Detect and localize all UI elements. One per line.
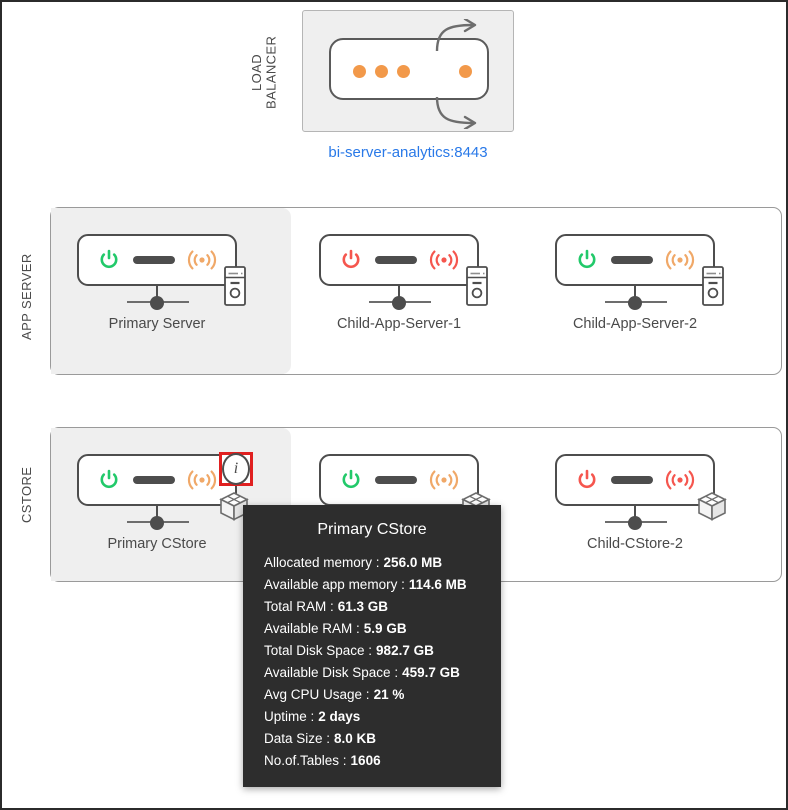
tooltip-row: Total RAM :61.3 GB	[243, 595, 501, 617]
node-child-app-server-1[interactable]: Child-App-Server-1	[309, 234, 509, 344]
node-stem	[634, 506, 637, 524]
tooltip-row: Avg CPU Usage :21 %	[243, 683, 501, 705]
tooltip-title: Primary CStore	[317, 521, 427, 538]
tooltip-row: No.of.Tables :1606	[243, 749, 501, 771]
tooltip-row-value: 114.6 MB	[408, 576, 467, 592]
node-card	[77, 454, 237, 506]
tooltip-row-key: Available RAM :	[264, 620, 360, 636]
load-balancer-box	[302, 10, 514, 132]
tooltip-row-key: Allocated memory :	[264, 554, 380, 570]
signal-icon	[429, 470, 459, 490]
tooltip-row: Data Size :8.0 KB	[243, 727, 501, 749]
status-bar	[375, 476, 417, 484]
power-icon	[342, 469, 360, 489]
node-stem	[156, 286, 159, 304]
power-icon	[100, 469, 118, 489]
status-bar	[611, 256, 653, 264]
power-icon	[342, 249, 360, 269]
tooltip-row: Allocated memory :256.0 MB	[243, 551, 501, 573]
status-bar	[133, 476, 175, 484]
node-base-dot	[628, 296, 642, 310]
node-stem	[156, 506, 159, 524]
node-card	[77, 234, 237, 286]
section-label-cstore: CSTORE	[19, 466, 34, 524]
status-bar	[611, 476, 653, 484]
lb-dot-4	[459, 65, 472, 78]
load-balancer-inner-card	[329, 38, 489, 100]
node-label: Primary CStore	[107, 536, 207, 552]
signal-icon	[665, 470, 695, 490]
curved-arrow-bottom-icon	[435, 96, 477, 129]
tooltip-row: Total Disk Space :982.7 GB	[243, 639, 501, 661]
tooltip-row-key: No.of.Tables :	[264, 752, 347, 768]
node-label: Child-App-Server-2	[572, 316, 698, 332]
node-label: Child-CStore-2	[587, 536, 683, 552]
tooltip-row-value: 8.0 KB	[334, 730, 377, 746]
tooltip-row: Available app memory :114.6 MB	[243, 573, 501, 595]
tooltip-row-value: 459.7 GB	[402, 664, 460, 680]
status-bar	[375, 256, 417, 264]
tooltip-row-key: Available app memory :	[264, 576, 405, 592]
info-icon: i	[222, 453, 250, 485]
power-icon	[578, 469, 596, 489]
node-label: Child-App-Server-1	[336, 316, 462, 332]
tooltip-row-value: 982.7 GB	[376, 642, 434, 658]
tooltip-row-key: Total RAM :	[264, 598, 334, 614]
cstore-cube-icon	[697, 492, 727, 521]
node-card	[555, 234, 715, 286]
server-tower-icon	[224, 266, 246, 306]
server-tower-icon	[702, 266, 724, 306]
node-base-dot	[150, 516, 164, 530]
tooltip-row: Uptime :2 days	[243, 705, 501, 727]
node-base-dot	[150, 296, 164, 310]
lb-dot-1	[353, 65, 366, 78]
node-details-tooltip: Primary CStore Allocated memory :256.0 M…	[243, 505, 501, 787]
node-stem	[398, 286, 401, 304]
node-card	[319, 234, 479, 286]
tooltip-row-key: Avg CPU Usage :	[264, 686, 370, 702]
tooltip-row-key: Total Disk Space :	[264, 642, 373, 658]
load-balancer-link[interactable]: bi-server-analytics:8443	[328, 144, 488, 161]
node-base-dot	[392, 296, 406, 310]
node-card	[319, 454, 479, 506]
server-tower-icon	[466, 266, 488, 306]
tooltip-row: Available Disk Space :459.7 GB	[243, 661, 501, 683]
signal-icon	[187, 470, 217, 490]
power-icon	[100, 249, 118, 269]
tooltip-row-value: 1606	[350, 752, 381, 768]
section-label-load-balancer: LOAD BALANCER	[249, 35, 279, 109]
tooltip-row-value: 2 days	[318, 708, 361, 724]
signal-icon	[429, 250, 459, 270]
curved-arrow-top-icon	[435, 19, 477, 52]
tooltip-row-key: Uptime :	[264, 708, 315, 724]
signal-icon	[665, 250, 695, 270]
section-label-app-server: APP SERVER	[19, 253, 34, 341]
status-bar	[133, 256, 175, 264]
power-icon	[578, 249, 596, 269]
node-primary-cstore[interactable]: i Primary CStore	[67, 452, 267, 564]
tooltip-row-value: 256.0 MB	[383, 554, 443, 570]
tooltip-row-key: Data Size :	[264, 730, 331, 746]
tooltip-row-value: 21 %	[373, 686, 405, 702]
node-stem	[634, 286, 637, 304]
tooltip-row-value: 61.3 GB	[337, 598, 389, 614]
signal-icon	[187, 250, 217, 270]
node-label: Primary Server	[108, 316, 206, 332]
node-card	[555, 454, 715, 506]
tooltip-row-value: 5.9 GB	[363, 620, 407, 636]
node-primary-server[interactable]: Primary Server	[67, 234, 267, 344]
lb-dot-3	[397, 65, 410, 78]
node-base-dot	[628, 516, 642, 530]
node-child-cstore-2[interactable]: Child-CStore-2	[545, 454, 745, 564]
info-icon-button[interactable]: i	[219, 452, 253, 486]
tooltip-row-key: Available Disk Space :	[264, 664, 399, 680]
tooltip-row: Available RAM :5.9 GB	[243, 617, 501, 639]
node-child-app-server-2[interactable]: Child-App-Server-2	[545, 234, 745, 344]
lb-dot-2	[375, 65, 388, 78]
